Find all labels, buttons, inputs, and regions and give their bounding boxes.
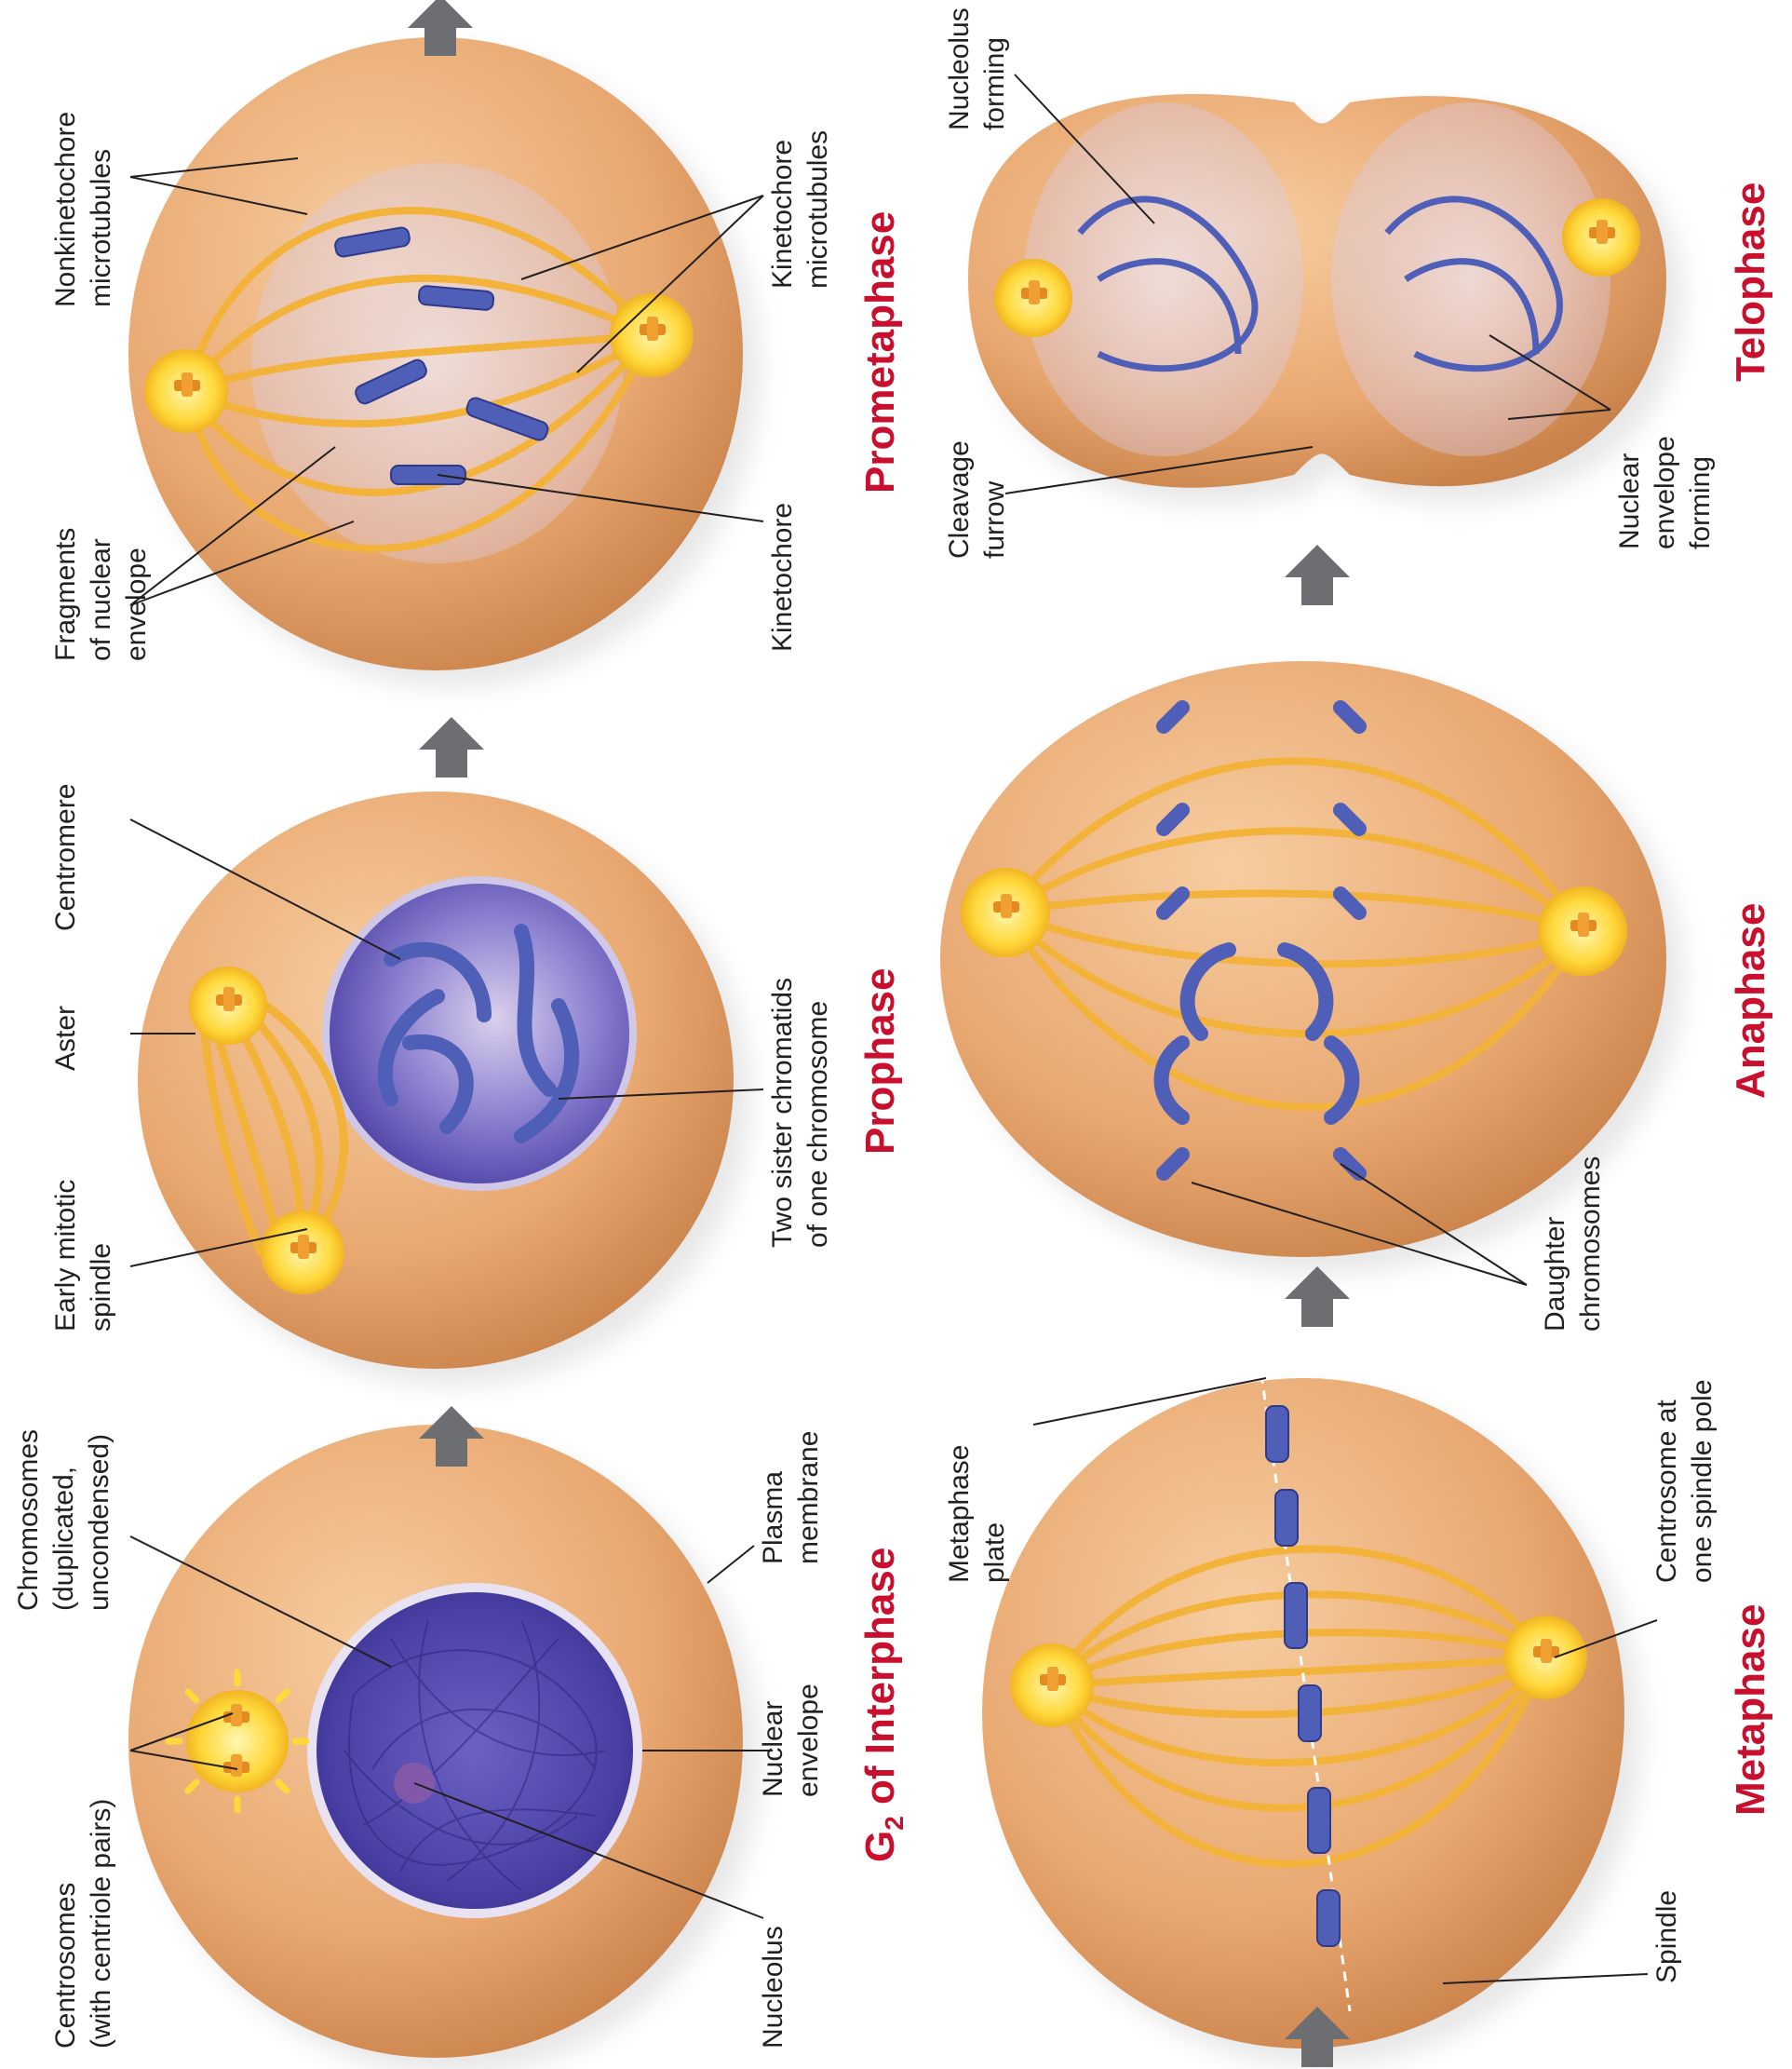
label-kinetochore-microtubules: Kinetochore microtubules bbox=[767, 130, 833, 289]
arrow-prophase-to-prometaphase bbox=[419, 717, 484, 778]
anaphase-cell bbox=[940, 661, 1683, 1274]
g2-cell bbox=[128, 1425, 760, 2069]
label-cleavage-furrow: Cleavage furrow bbox=[944, 433, 1010, 559]
prometaphase-chromosomes bbox=[334, 226, 549, 485]
prophase-pole bbox=[261, 1210, 344, 1294]
label-metaphase-plate: Metaphase plate bbox=[944, 1437, 1010, 1583]
telophase-nucleus-right bbox=[1331, 102, 1610, 456]
metaphase-pole-left bbox=[1010, 1643, 1094, 1727]
label-chromosomes: Chromosomes (duplicated, uncondensed) bbox=[13, 1422, 115, 1611]
prophase-chromosomes bbox=[377, 924, 579, 1143]
label-kinetochore: Kinetochore bbox=[767, 503, 798, 652]
g2-chromatin bbox=[344, 1619, 606, 1891]
stage-title-g2: G2 of Interphase bbox=[857, 1548, 909, 1862]
prometaphase-pole-right bbox=[610, 293, 694, 377]
anaphase-pole-left bbox=[961, 868, 1050, 957]
label-early-spindle: Early mitotic spindle bbox=[50, 1171, 116, 1332]
arrow-anaphase-to-telophase bbox=[1285, 545, 1350, 605]
telophase-cell bbox=[968, 93, 1683, 505]
telophase-nucleus-left bbox=[1024, 102, 1303, 456]
label-spindle: Spindle bbox=[1651, 1890, 1682, 1983]
label-nucleolus-forming: Nucleolus forming bbox=[944, 0, 1010, 130]
label-plasma-membrane: Plasma membrane bbox=[758, 1431, 824, 1564]
label-centrosome-pole: Centrosome at one spindle pole bbox=[1651, 1379, 1718, 1583]
label-nucleolus: Nucleolus bbox=[758, 1926, 788, 2049]
label-sister-chromatids: Two sister chromatids of one chromosome bbox=[767, 970, 833, 1248]
prometaphase-pole-left bbox=[144, 349, 228, 433]
telophase-pole-left bbox=[994, 259, 1072, 337]
label-fragments: Fragments of nuclear envelope bbox=[50, 520, 152, 661]
g2-centrosomes bbox=[165, 1669, 310, 1814]
g2-nucleus bbox=[307, 1583, 642, 1918]
stage-title-prophase: Prophase bbox=[857, 967, 903, 1155]
label-nuclear-envelope: Nuclear envelope bbox=[758, 1684, 824, 1797]
prophase-nucleus bbox=[322, 876, 637, 1191]
arrow-to-metaphase bbox=[1285, 2007, 1350, 2067]
telophase-chromatin bbox=[1077, 196, 1563, 372]
telophase-pole-right bbox=[1562, 198, 1640, 277]
metaphase-plate-line bbox=[1255, 1340, 1352, 2012]
text-labels: G2 of Interphase Prophase Prometaphase M… bbox=[13, 0, 1773, 2049]
progress-arrows bbox=[408, 0, 1350, 2067]
label-nonkinetochore: Nonkinetochore microtubules bbox=[50, 104, 116, 307]
arrow-g2-to-prophase bbox=[419, 1406, 484, 1467]
label-daughter-chromosomes: Daughter chromosomes bbox=[1540, 1156, 1606, 1332]
metaphase-chromosomes bbox=[1265, 1405, 1341, 1947]
label-centrosomes: Centrosomes (with centriole pairs) bbox=[50, 1799, 116, 2049]
prometaphase-microtubules bbox=[182, 207, 655, 553]
leader-lines bbox=[129, 74, 1658, 1984]
metaphase-cell bbox=[982, 1340, 1641, 2065]
metaphase-pole-right bbox=[1503, 1616, 1587, 1699]
arrow-prometaphase-top bbox=[408, 0, 473, 56]
stage-title-anaphase: Anaphase bbox=[1728, 903, 1773, 1099]
stage-title-prometaphase: Prometaphase bbox=[857, 211, 903, 494]
prometaphase-fragmented-envelope bbox=[251, 163, 624, 563]
anaphase-pole-right bbox=[1538, 886, 1627, 976]
prophase-cell bbox=[138, 791, 750, 1386]
prometaphase-cell bbox=[128, 37, 760, 687]
stage-title-metaphase: Metaphase bbox=[1728, 1604, 1773, 1816]
arrow-metaphase-to-anaphase bbox=[1285, 1266, 1350, 1327]
label-envelope-forming: Nuclear envelope forming bbox=[1614, 428, 1716, 549]
metaphase-spindle bbox=[1048, 1545, 1549, 1868]
prophase-aster bbox=[189, 967, 267, 1045]
label-aster: Aster bbox=[50, 1006, 81, 1071]
label-centromere: Centromere bbox=[50, 784, 81, 931]
stage-title-telophase: Telophase bbox=[1728, 183, 1773, 382]
anaphase-chromosomes bbox=[1153, 700, 1367, 1181]
